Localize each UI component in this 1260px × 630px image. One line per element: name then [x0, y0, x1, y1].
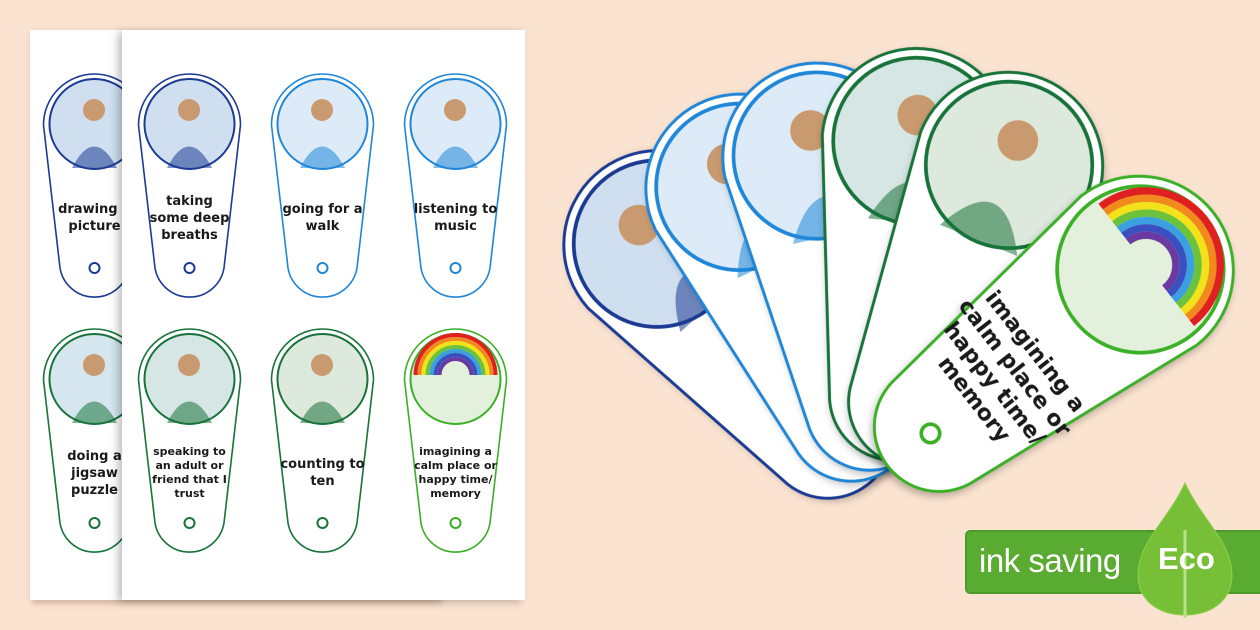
card-hole	[919, 422, 942, 445]
card-illustration	[409, 78, 502, 170]
card-illustration	[276, 333, 369, 425]
calm-strategy-card: going for a walk	[270, 70, 375, 305]
card-hole	[183, 262, 196, 274]
calm-strategy-card: speaking to an adult or friend that I tr…	[137, 325, 242, 560]
card-outline	[137, 328, 242, 553]
card-hole	[88, 517, 101, 529]
ink-saving-text: ink saving	[979, 542, 1121, 579]
card-label: speaking to an adult or friend that I tr…	[152, 445, 227, 500]
card-hole	[449, 262, 462, 274]
card-illustration	[143, 78, 236, 170]
card-label: listening to music	[413, 202, 498, 234]
leaf-icon	[1137, 481, 1233, 618]
card-outline	[270, 73, 375, 298]
card-illustration	[143, 333, 236, 425]
card-label: imagining a calm place or happy time/ me…	[414, 445, 497, 500]
card-label: taking some deep breaths	[149, 193, 230, 243]
calm-strategy-card: taking some deep breaths	[137, 70, 242, 305]
calm-strategy-card: counting to ten	[270, 325, 375, 560]
card-hole	[316, 262, 329, 274]
card-label: drawing a picture	[58, 202, 131, 234]
card-hole	[449, 517, 462, 529]
calm-strategy-card: imagining a calm place or happy time/ me…	[403, 325, 508, 560]
card-label: counting to ten	[280, 457, 365, 489]
card-illustration	[276, 78, 369, 170]
card-hole	[88, 262, 101, 274]
card-hole	[316, 517, 329, 529]
card-hole	[183, 517, 196, 529]
card-label: doing a jigsaw puzzle	[67, 448, 122, 498]
fanned-card: imagining a calm place or happy time/ me…	[867, 174, 1235, 498]
card-outline	[137, 73, 242, 298]
card-outline	[42, 328, 147, 553]
card-label: going for a walk	[282, 202, 363, 234]
card-outline	[403, 328, 508, 553]
card-outline	[872, 174, 1235, 493]
calm-strategy-card: listening to music	[403, 70, 508, 305]
card-outline	[270, 328, 375, 553]
card-outline	[403, 73, 508, 298]
eco-label: Eco	[1158, 541, 1215, 576]
calm-strategy-card: doing a jigsaw puzzle	[42, 325, 147, 560]
